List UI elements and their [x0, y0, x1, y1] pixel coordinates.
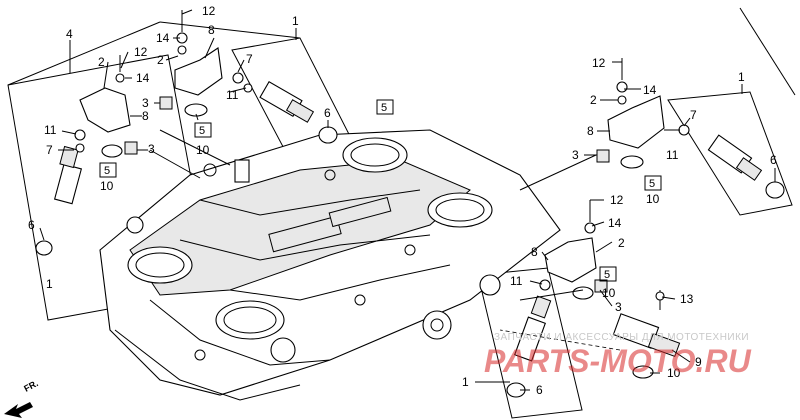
pressure-regulator	[612, 290, 681, 379]
front-direction-label: FR.	[22, 378, 39, 394]
watermark-logo: PARTS-MOTO.RU	[484, 343, 752, 379]
callout-11: 11	[226, 88, 239, 102]
fuel-joint-top	[159, 10, 223, 117]
outer-frame-lines	[7, 7, 796, 96]
callout-12: 12	[610, 193, 624, 207]
callout-6: 6	[28, 218, 35, 232]
injector-left	[35, 129, 86, 256]
box-callout-5: 5	[381, 102, 387, 114]
callout-7: 7	[246, 52, 253, 66]
callout-14: 14	[156, 31, 170, 45]
callout-7: 7	[46, 143, 53, 157]
watermark: ЗАПЧАСТИ И АКСЕССУАРЫ ДЛЯ МОТОТЕХНИКИ PA…	[484, 332, 752, 379]
arrow-left-down-icon	[4, 402, 33, 418]
callout-1: 1	[292, 14, 299, 28]
callout-1: 1	[46, 277, 53, 291]
callout-4: 4	[66, 27, 73, 41]
fuel-joint-left	[79, 55, 138, 158]
callout-2: 2	[618, 236, 625, 250]
callout-2: 2	[590, 93, 597, 107]
callout-labels: 12 14 2 8 3 10 5 7 11 6 1 5 4 12 2 14 8 …	[28, 4, 777, 397]
callout-10: 10	[646, 192, 660, 206]
callout-3: 3	[148, 142, 155, 156]
callout-11: 11	[510, 274, 523, 288]
callout-10: 10	[100, 179, 114, 193]
callout-14: 14	[608, 216, 622, 230]
callout-8: 8	[531, 245, 538, 259]
box-callouts	[99, 99, 662, 282]
callout-14: 14	[643, 83, 657, 97]
injector-bottom	[506, 279, 552, 398]
leader-lines	[39, 9, 776, 391]
injector-top	[232, 72, 338, 144]
callout-13: 13	[680, 292, 694, 306]
callout-9: 9	[695, 355, 702, 369]
callout-14: 14	[136, 71, 150, 85]
fuel-joint-right	[596, 58, 665, 169]
box-callout-5: 5	[104, 165, 110, 177]
fuel-joint-bottom	[544, 200, 608, 300]
callout-11: 11	[44, 123, 57, 137]
callout-2: 2	[98, 55, 105, 69]
callout-1: 1	[462, 375, 469, 389]
throttle-body-assembly	[99, 129, 561, 401]
callout-3: 3	[615, 300, 622, 314]
callout-7: 7	[690, 108, 697, 122]
callout-3: 3	[572, 148, 579, 162]
callout-12: 12	[134, 45, 148, 59]
callout-6: 6	[324, 106, 331, 120]
callout-10: 10	[602, 286, 616, 300]
callout-10: 10	[667, 366, 681, 380]
callout-2: 2	[157, 53, 164, 67]
injector-assembly-box-bottom	[475, 267, 583, 419]
callout-1: 1	[738, 70, 745, 84]
box-callout-5: 5	[199, 125, 205, 137]
injector-right	[678, 124, 785, 199]
callout-12: 12	[202, 4, 216, 18]
callout-6: 6	[536, 383, 543, 397]
callout-6: 6	[770, 153, 777, 167]
callout-11: 11	[666, 148, 679, 162]
callout-8: 8	[587, 124, 594, 138]
callout-8: 8	[142, 109, 149, 123]
callout-12: 12	[592, 56, 606, 70]
callout-10: 10	[196, 143, 210, 157]
box-callout-5: 5	[649, 178, 655, 190]
injector-assembly-box-right	[667, 84, 793, 216]
callout-3: 3	[142, 96, 149, 110]
callout-8: 8	[208, 23, 215, 37]
watermark-caption: ЗАПЧАСТИ И АКСЕССУАРЫ ДЛЯ МОТОТЕХНИКИ	[494, 332, 749, 343]
box-callout-5: 5	[604, 269, 610, 281]
